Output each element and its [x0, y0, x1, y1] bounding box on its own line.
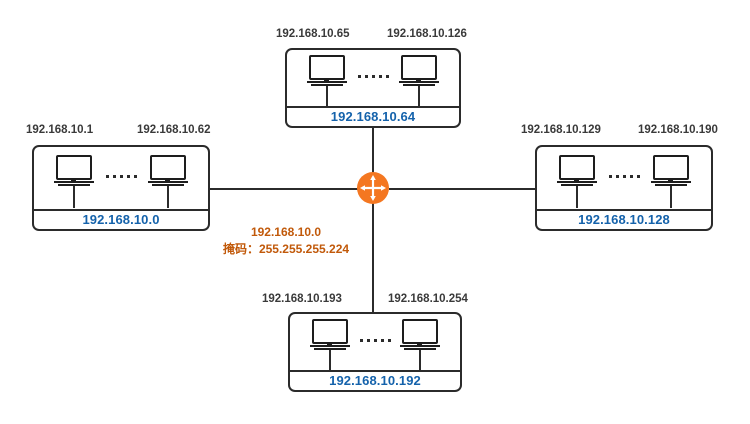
monitor-icon	[398, 319, 442, 372]
hosts-ellipsis	[34, 175, 208, 178]
monitor-icon	[305, 55, 349, 108]
host-caption-top-last: 192.168.10.126	[387, 28, 467, 40]
host-right-last[interactable]	[647, 155, 695, 208]
subnet-box-bottom[interactable]: 192.168.10.192	[288, 312, 462, 392]
subnet-network-label-left: 192.168.10.0	[82, 211, 160, 227]
monitor-icon	[146, 155, 190, 208]
annotation-network: 192.168.10.0	[250, 225, 322, 239]
hosts-ellipsis	[290, 339, 460, 342]
link-router-to-right	[389, 188, 535, 190]
subnet-network-label-top: 192.168.10.64	[330, 108, 416, 124]
monitor-icon	[308, 319, 352, 372]
host-bottom-first[interactable]	[306, 319, 354, 372]
subnet-hosts-area-left	[34, 147, 208, 209]
subnet-hosts-area-top	[287, 50, 459, 108]
host-top-first[interactable]	[303, 55, 351, 108]
subnet-network-label-bottom: 192.168.10.192	[329, 372, 421, 388]
host-top-last[interactable]	[395, 55, 443, 108]
subnet-hosts-area-bottom	[290, 314, 460, 372]
link-router-to-bottom	[372, 203, 374, 313]
network-mask-annotation: 192.168.10.0 掩码：255.255.255.224	[196, 224, 376, 258]
host-right-first[interactable]	[553, 155, 601, 208]
hosts-ellipsis	[537, 175, 711, 178]
router-icon[interactable]	[356, 171, 390, 205]
host-left-last[interactable]	[144, 155, 192, 208]
monitor-icon	[397, 55, 441, 108]
link-top-to-router	[372, 128, 374, 174]
subnet-network-label-right: 192.168.10.128	[578, 211, 670, 227]
host-caption-right-last: 192.168.10.190	[638, 124, 718, 136]
host-caption-left-last: 192.168.10.62	[137, 124, 211, 136]
monitor-icon	[555, 155, 599, 208]
host-caption-left-first: 192.168.10.1	[26, 124, 94, 136]
subnet-divider	[290, 370, 460, 372]
subnet-divider	[287, 106, 459, 108]
host-caption-top-first: 192.168.10.65	[276, 28, 350, 40]
subnet-box-right[interactable]: 192.168.10.128	[535, 145, 713, 231]
host-left-first[interactable]	[50, 155, 98, 208]
host-bottom-last[interactable]	[396, 319, 444, 372]
hosts-ellipsis	[287, 75, 459, 78]
annotation-mask: 掩码：255.255.255.224	[222, 242, 350, 256]
subnet-divider	[537, 209, 711, 211]
subnet-box-top[interactable]: 192.168.10.64	[285, 48, 461, 128]
subnet-box-left[interactable]: 192.168.10.0	[32, 145, 210, 231]
host-caption-bottom-first: 192.168.10.193	[262, 293, 342, 305]
subnet-hosts-area-right	[537, 147, 711, 209]
link-left-to-router	[210, 188, 358, 190]
monitor-icon	[649, 155, 693, 208]
host-caption-bottom-last: 192.168.10.254	[388, 293, 468, 305]
subnet-divider	[34, 209, 208, 211]
host-caption-right-first: 192.168.10.129	[521, 124, 601, 136]
monitor-icon	[52, 155, 96, 208]
